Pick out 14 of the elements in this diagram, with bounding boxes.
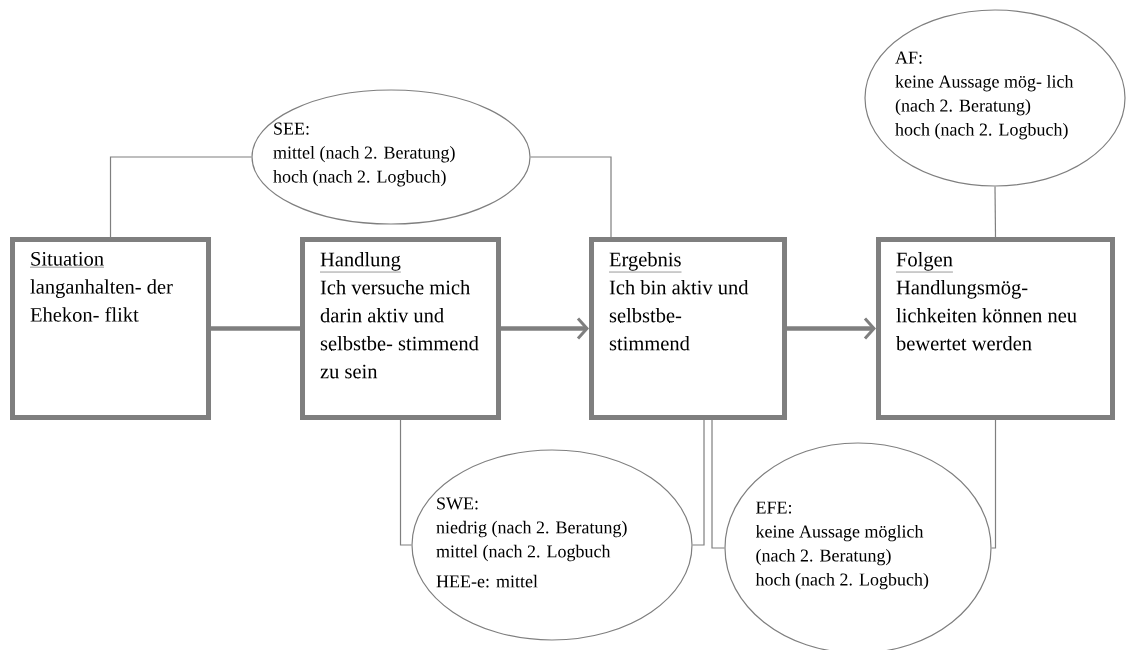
- connector-line: [991, 419, 997, 549]
- process-box: Ergebnis Ich bin aktiv und selbstbe- stimmend: [589, 237, 787, 420]
- connector-line: [211, 326, 300, 331]
- arrow: [501, 317, 589, 340]
- connector-line: [399, 419, 412, 546]
- arrow: [787, 317, 876, 340]
- process-box: Handlung Ich versuche mich darin aktiv und selbstbe- stimmend zu sein: [300, 237, 501, 420]
- connector-line: [692, 419, 705, 546]
- process-box: Folgen Handlungsmög- lichkeiten können neu bewertet werden: [876, 237, 1115, 420]
- connector-line: [530, 156, 612, 238]
- connector-line: [109, 156, 252, 238]
- connector-line: [711, 419, 725, 549]
- connector-line: [994, 186, 997, 238]
- process-box: Situation langanhalten- der Ehekon- flikt: [10, 237, 211, 420]
